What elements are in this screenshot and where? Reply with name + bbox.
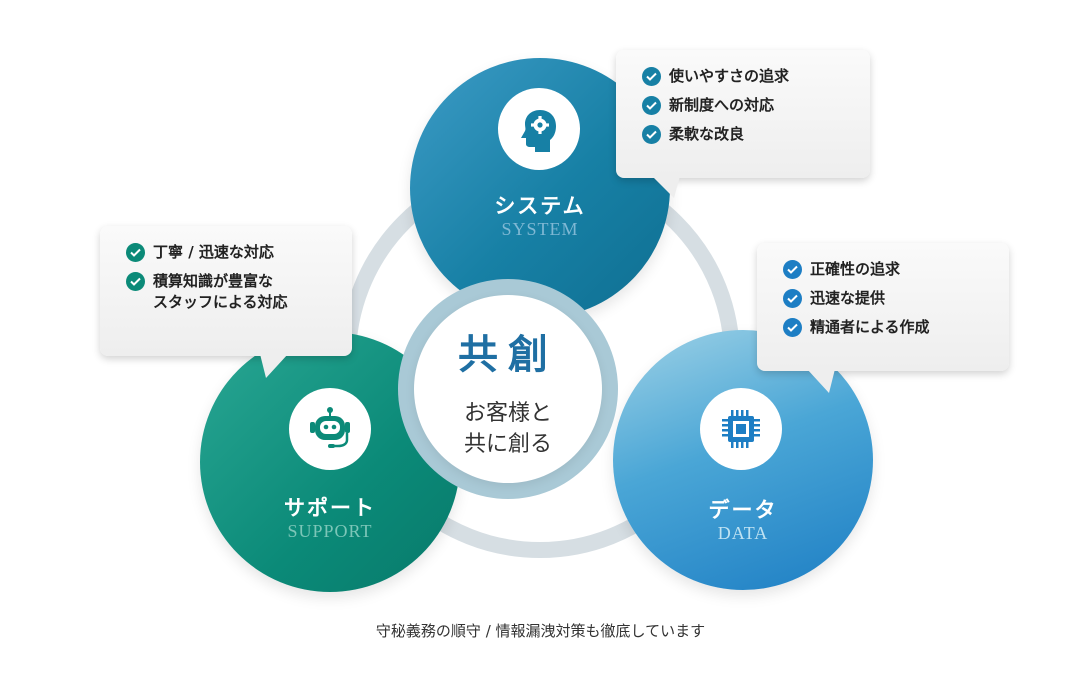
center-circle <box>414 295 602 483</box>
list-item: 正確性の追求 <box>783 259 995 280</box>
list-item-text: 丁寧 / 迅速な対応 <box>153 243 274 261</box>
list-item: 迅速な提供 <box>783 288 995 309</box>
check-icon <box>783 260 802 279</box>
system-label: システム <box>494 194 586 218</box>
list-item-text: 精通者による作成 <box>810 318 930 336</box>
callout-tail <box>807 369 835 393</box>
center-subtitle-line2: 共に創る <box>463 432 552 457</box>
support-callout: 丁寧 / 迅速な対応 積算知識が豊富な スタッフによる対応 <box>100 226 352 378</box>
check-icon <box>642 125 661 144</box>
check-icon <box>126 272 145 291</box>
list-item-text: 使いやすさの追求 <box>669 67 790 85</box>
check-icon <box>642 96 661 115</box>
list-item: 積算知識が豊富な スタッフによる対応 <box>126 271 338 313</box>
list-item-text: 迅速な提供 <box>810 289 886 307</box>
list-item-text: 新制度への対応 <box>669 96 775 114</box>
robot-headset-icon <box>289 388 371 470</box>
check-icon <box>642 67 661 86</box>
data-label-en: DATA <box>717 523 769 543</box>
list-item-text: 柔軟な改良 <box>669 125 745 143</box>
support-label: サポート <box>284 496 376 520</box>
head-gear-icon <box>498 88 580 170</box>
center-subtitle-line1: お客様と <box>463 401 552 426</box>
data-label: データ <box>708 498 778 522</box>
center-title: 共創 <box>458 332 558 377</box>
check-icon <box>783 289 802 308</box>
system-callout: 使いやすさの追求 新制度への対応 柔軟な改良 <box>616 50 870 198</box>
list-item-text: 積算知識が豊富な スタッフによる対応 <box>153 272 288 311</box>
check-icon <box>783 318 802 337</box>
system-label-en: SYSTEM <box>501 219 579 239</box>
list-item: 精通者による作成 <box>783 317 995 338</box>
list-item-text: 正確性の追求 <box>810 260 901 278</box>
support-label-en: SUPPORT <box>287 521 373 541</box>
chip-icon <box>700 388 782 470</box>
check-icon <box>126 243 145 262</box>
data-callout: 正確性の追求 迅速な提供 精通者による作成 <box>757 243 1009 393</box>
list-item: 新制度への対応 <box>642 95 856 116</box>
callout-tail <box>260 354 288 378</box>
list-item: 使いやすさの追求 <box>642 66 856 87</box>
callout-tail <box>652 176 680 198</box>
footer-note: 守秘義務の順守 / 情報漏洩対策も徹底しています <box>375 622 706 640</box>
list-item: 柔軟な改良 <box>642 124 856 145</box>
list-item: 丁寧 / 迅速な対応 <box>126 242 338 263</box>
